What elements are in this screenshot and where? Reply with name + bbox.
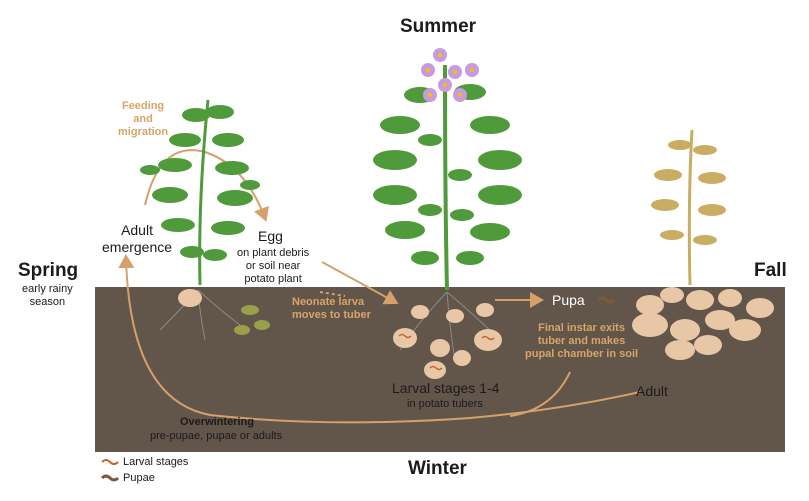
- larval-stages-label: Larval stages 1-4: [392, 380, 500, 396]
- season-spring: Spring: [18, 260, 79, 281]
- overwintering-note: pre-pupae, pupae or adults: [150, 430, 283, 442]
- arrow-neonate: [319, 291, 346, 297]
- pupa-label: Pupa: [552, 292, 585, 308]
- fall-plant: [632, 129, 774, 360]
- legend-larval-label: Larval stages: [123, 456, 189, 468]
- legend-larval-icon: [101, 459, 119, 465]
- spring-plant: [140, 99, 270, 341]
- summer-plant: [373, 48, 522, 379]
- season-fall: Fall: [754, 260, 787, 281]
- season-summer: Summer: [400, 16, 477, 37]
- fall-tubers: [632, 287, 774, 360]
- egg-label: Egg: [258, 228, 283, 244]
- overwintering-label: Overwintering: [180, 416, 254, 428]
- arrow-pupa-to-adult: [509, 371, 571, 417]
- season-winter: Winter: [408, 458, 467, 479]
- infested-tubers: [393, 303, 502, 379]
- larval-stages-note: in potato tubers: [407, 398, 483, 410]
- arrow-overwintering-loop: [118, 254, 641, 424]
- arrow-egg-to-tuber: [321, 261, 399, 305]
- adult-label: Adult: [636, 383, 668, 399]
- legend-pupae-label: Pupae: [123, 472, 155, 484]
- pupa-icon: [596, 296, 616, 304]
- legend-pupae-icon: [100, 474, 120, 482]
